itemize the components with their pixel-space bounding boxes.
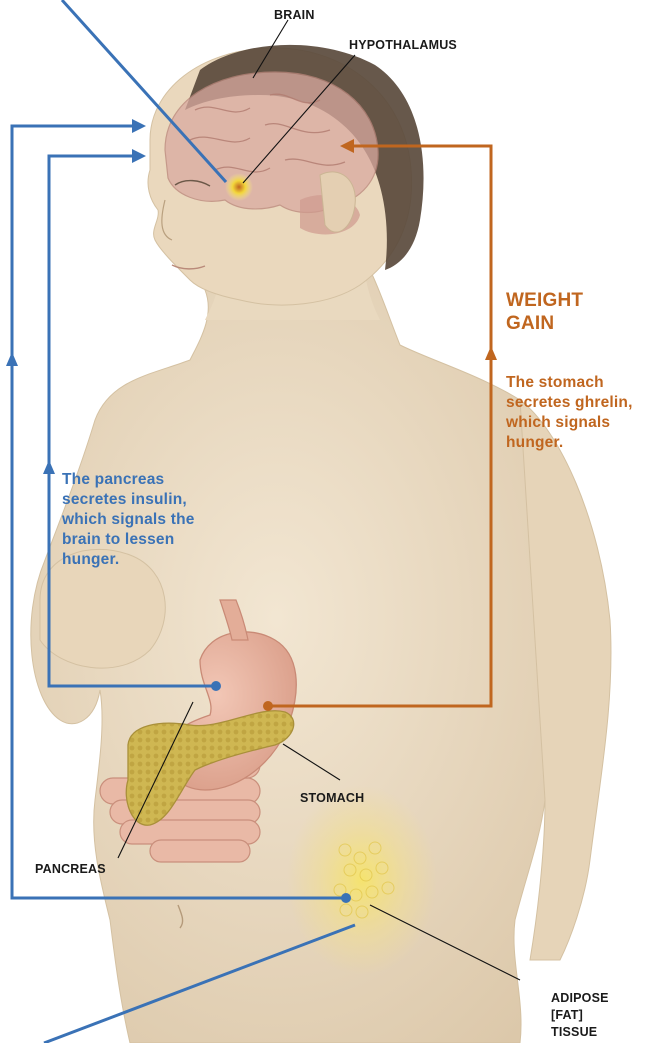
weight-gain-heading: WEIGHT GAIN [506,289,586,335]
stomach-signal-dot [263,701,273,711]
adipose-arrowhead-mid [6,352,18,366]
pancreas-signal-dot [211,681,221,691]
ghrelin-description: The stomach secretes ghrelin, which sign… [506,373,646,453]
insulin-arrowhead-mid [43,460,55,474]
pancreas-label: PANCREAS [35,862,106,876]
brain-label: BRAIN [274,8,315,22]
stomach-label: STOMACH [300,791,364,805]
insulin-description: The pancreas secretes insulin, which sig… [62,470,202,570]
insulin-arrowhead-brain [132,149,146,163]
hypothalamus-label: HYPOTHALAMUS [349,38,457,52]
adipose-signal-dot [341,893,351,903]
adipose-arrowhead-brain [132,119,146,133]
adipose-label: ADIPOSE [FAT] TISSUE [551,990,631,1041]
ghrelin-arrowhead-mid [485,346,497,360]
